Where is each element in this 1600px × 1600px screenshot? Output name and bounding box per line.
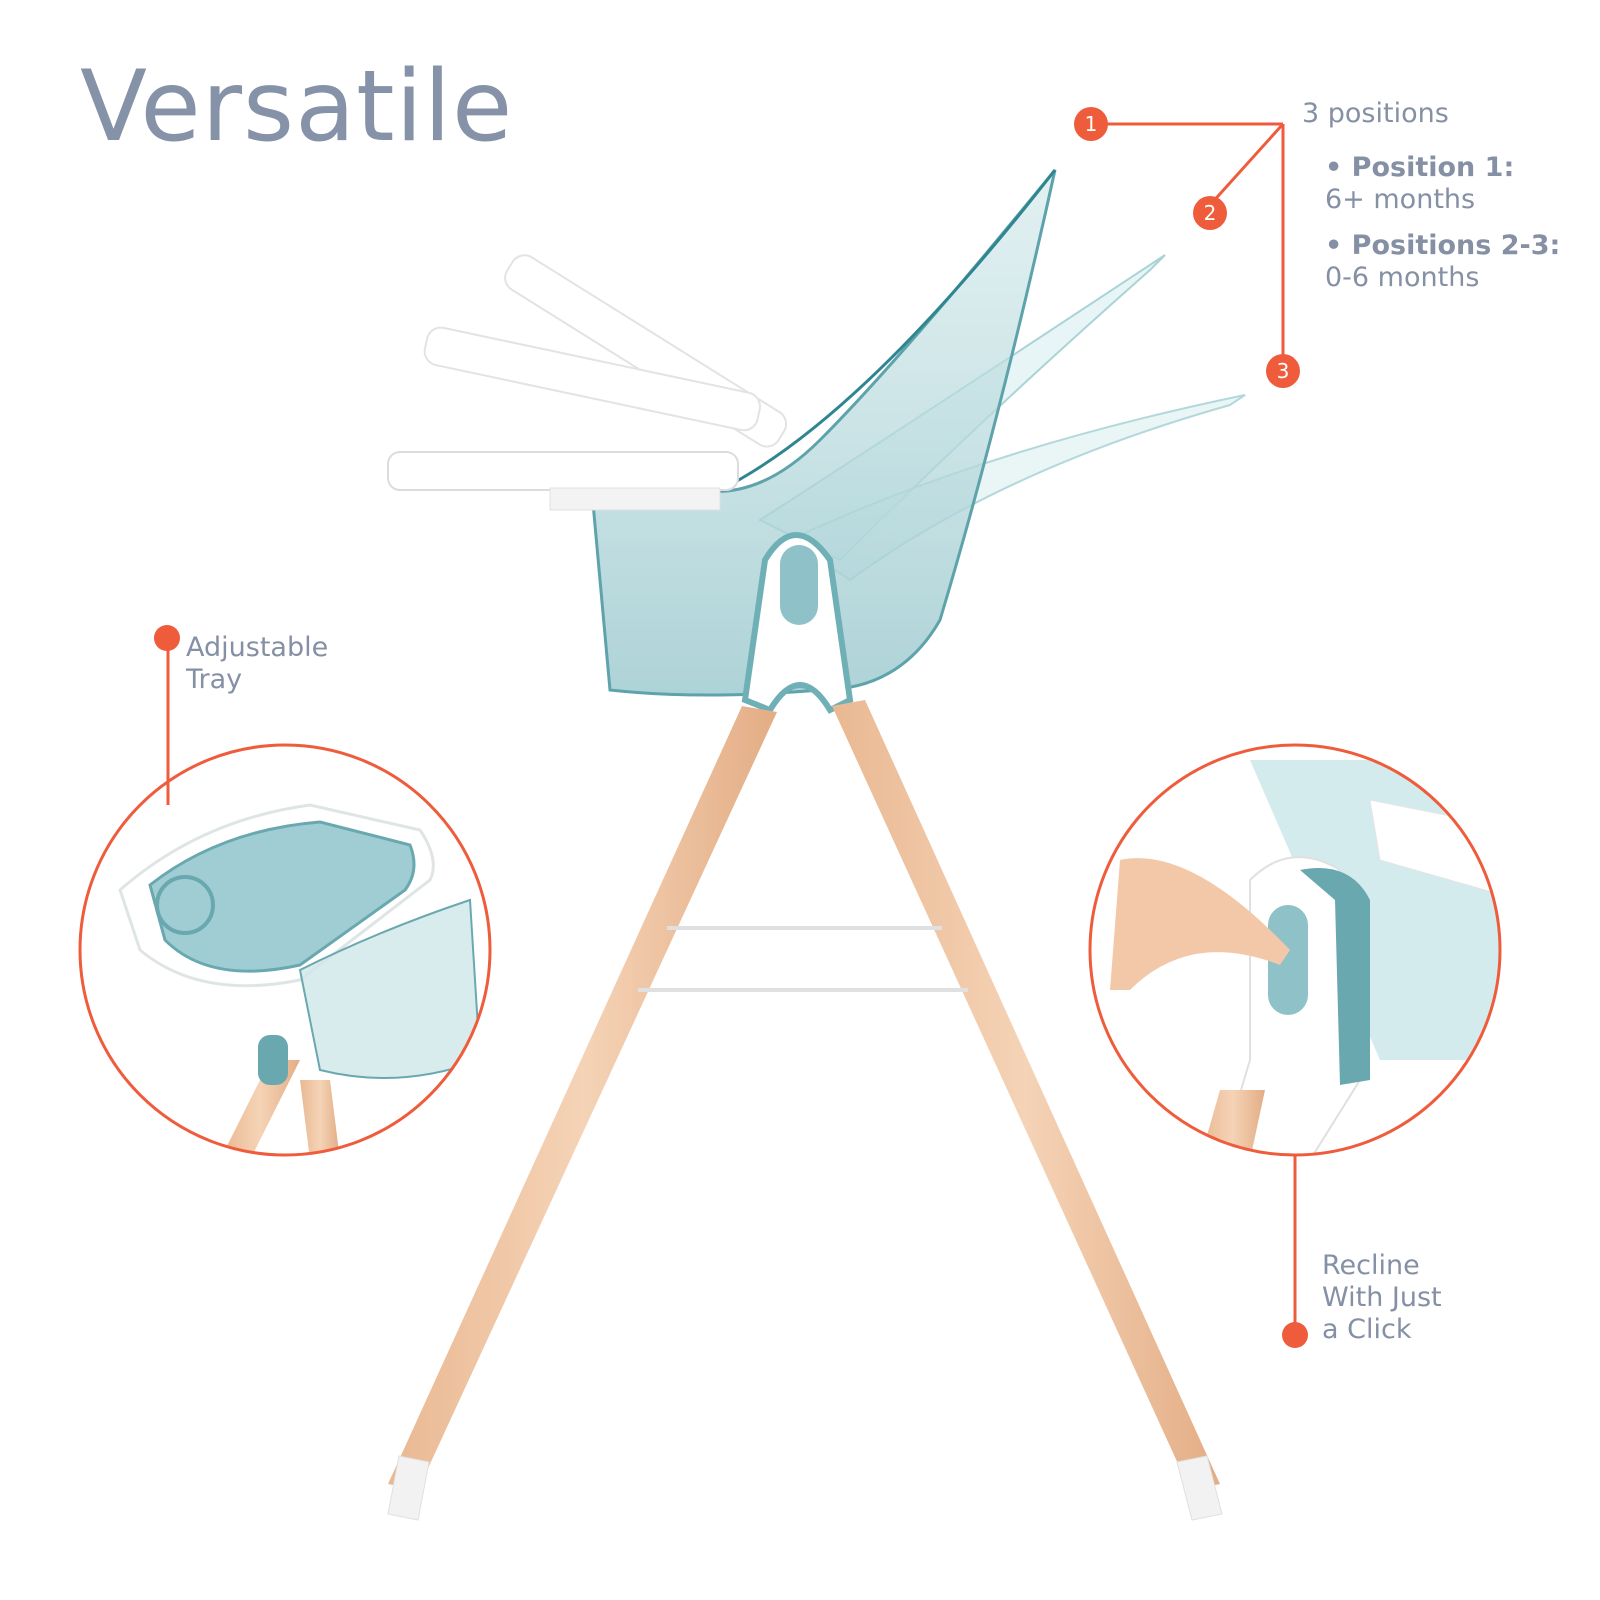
tray-callout-label: Adjustable Tray [186, 632, 328, 696]
recline-callout-dot [1282, 1322, 1308, 1348]
recline-callout-line2: With Just [1322, 1282, 1442, 1313]
tray-callout-dot [154, 625, 180, 651]
position-1-info: • Position 1: 6+ months [1325, 152, 1514, 216]
page-title: Versatile [80, 50, 514, 164]
position-badge-2: 2 [1193, 196, 1227, 230]
recline-detail-image [1088, 743, 1502, 1157]
positions-connector-lines [1082, 122, 1285, 355]
tray-callout-line2: Tray [186, 664, 243, 695]
tray-callout-line1: Adjustable [186, 632, 329, 663]
seat-shell [588, 169, 1057, 697]
position-badge-1: 1 [1074, 107, 1108, 141]
position-badge-3: 3 [1266, 354, 1300, 388]
positions-2-3-info: • Positions 2-3: 0-6 months [1325, 230, 1560, 294]
tray-ghost-positions [423, 254, 788, 448]
recline-callout-line1: Recline [1322, 1250, 1420, 1281]
positions-heading: 3 positions [1302, 98, 1449, 129]
tray [387, 451, 739, 511]
chair-legs [387, 700, 1223, 1521]
leg-hub [741, 532, 854, 714]
recline-callout-label: Recline With Just a Click [1322, 1250, 1442, 1346]
recline-callout-line3: a Click [1322, 1314, 1412, 1345]
tray-detail-image [78, 743, 492, 1157]
position-1-detail: 6+ months [1325, 184, 1476, 215]
position-1-label: • Position 1: [1325, 152, 1515, 183]
positions-2-3-detail: 0-6 months [1325, 262, 1480, 293]
positions-2-3-label: • Positions 2-3: [1325, 230, 1561, 261]
